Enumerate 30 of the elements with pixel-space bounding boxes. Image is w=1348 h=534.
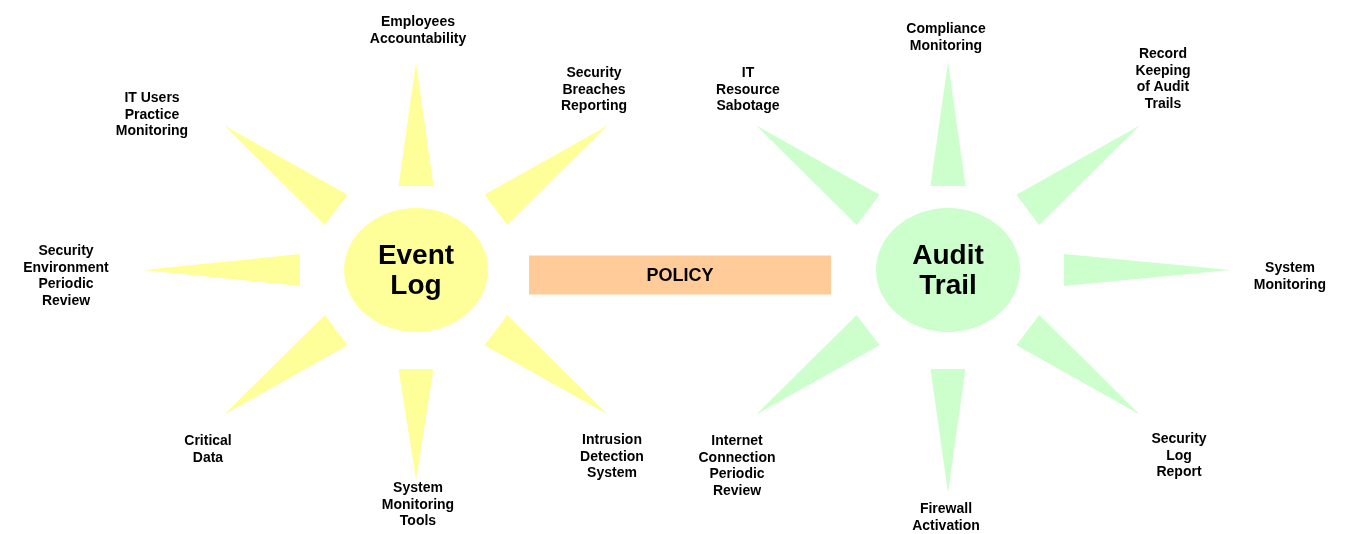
ray-wedge xyxy=(930,62,966,186)
hub-title: Event Log xyxy=(376,240,456,300)
ray-wedge xyxy=(224,125,348,225)
ray-wedge xyxy=(930,369,966,493)
ray-label: System Monitoring xyxy=(1235,258,1345,292)
ray-label: Record Keeping of Audit Trails xyxy=(1131,45,1195,111)
ray-label: Security Environment Periodic Review xyxy=(16,242,116,308)
ray-wedge xyxy=(756,315,880,415)
ray-label: IT Users Practice Monitoring xyxy=(97,89,207,139)
ray-wedge xyxy=(756,125,880,225)
ray-wedge xyxy=(484,315,608,415)
ray-wedge xyxy=(398,369,434,480)
ray-wedge xyxy=(398,62,434,186)
ray-label: Security Log Report xyxy=(1149,430,1209,480)
ray-label: System Monitoring Tools xyxy=(363,479,473,529)
bar-label: POLICY xyxy=(646,264,714,286)
ray-label: Employees Accountability xyxy=(348,12,488,46)
policy-bar xyxy=(529,255,831,295)
ray-wedge xyxy=(1016,315,1140,415)
ray-label: Firewall Activation xyxy=(886,499,1006,533)
ray-label: Intrusion Detection System xyxy=(557,431,667,481)
ray-label: Internet Connection Periodic Review xyxy=(687,432,787,498)
ray-label: Compliance Monitoring xyxy=(886,19,1006,53)
ray-label: IT Resource Sabotage xyxy=(713,64,783,114)
ray-wedge xyxy=(1016,125,1140,225)
ray-wedge xyxy=(224,315,348,415)
ray-label: Critical Data xyxy=(173,431,243,465)
hub-title: Audit Trail xyxy=(911,240,985,300)
ray-label: Security Breaches Reporting xyxy=(539,64,649,114)
ray-wedge xyxy=(484,125,608,225)
